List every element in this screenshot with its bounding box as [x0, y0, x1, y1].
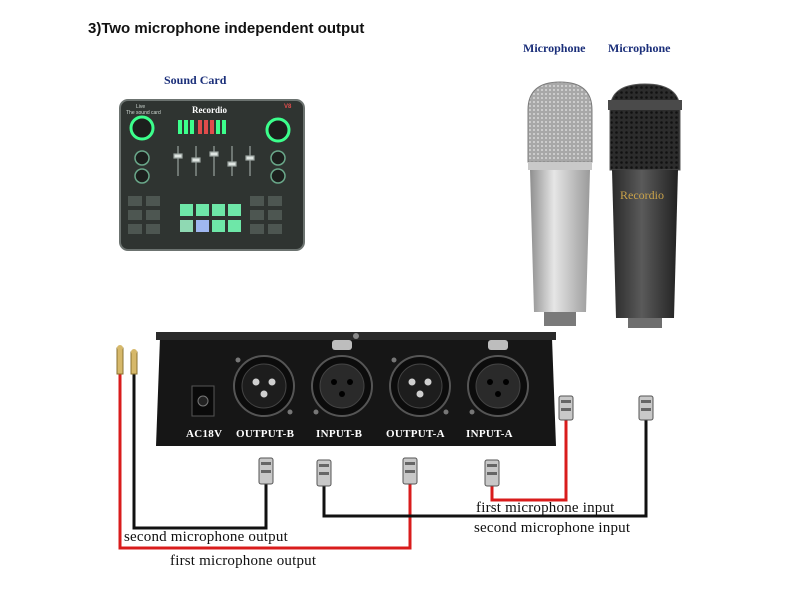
plug-icon [258, 457, 274, 485]
sound-card-live: Live [136, 104, 146, 110]
wire-second-input [322, 418, 648, 518]
microphone-2-image: Recordio [604, 80, 686, 330]
wire-second-output [132, 372, 268, 530]
wire-first-input [490, 418, 568, 502]
microphone-1-caption: Microphone [523, 41, 586, 55]
splitter-box: AC18V OUTPUT-B INPUT-B OUTPUT-A INPUT-A [156, 330, 556, 446]
jack-plug-icon [130, 349, 138, 375]
microphone-1-image [520, 80, 600, 330]
label-first-microphone-input: first microphone input [476, 500, 615, 516]
port-label-output-a: OUTPUT-A [386, 428, 445, 440]
xlr-male-icon [389, 355, 451, 417]
knob-icon [134, 150, 150, 166]
knob-icon [134, 168, 150, 184]
plug-icon [402, 457, 418, 485]
sound-card-badge: V8 [284, 104, 292, 110]
label-second-microphone-output: second microphone output [124, 529, 288, 545]
port-label-ac18v: AC18V [186, 428, 223, 440]
xlr-female-icon [311, 340, 373, 417]
pad-buttons [128, 196, 282, 234]
xlr-male-icon [233, 355, 295, 417]
sound-card-caption: Sound Card [164, 73, 227, 87]
port-label-input-a: INPUT-A [466, 428, 513, 440]
knob-icon [129, 115, 155, 141]
section-heading: 3)Two microphone independent output [88, 20, 365, 37]
sound-card-brand: Recordio [192, 105, 227, 115]
knob-icon [270, 150, 286, 166]
level-meter-icon [178, 120, 226, 134]
plug-icon [484, 459, 500, 487]
port-label-input-b: INPUT-B [316, 428, 363, 440]
jack-plug-icon [116, 345, 124, 375]
microphone-2-brand: Recordio [620, 188, 664, 202]
fader-icon [173, 146, 255, 176]
xlr-female-icon [467, 340, 529, 417]
screw-icon [353, 333, 359, 339]
plug-icon [638, 395, 654, 421]
label-second-microphone-input: second microphone input [474, 520, 631, 536]
label-first-microphone-output: first microphone output [170, 553, 317, 569]
microphone-2-caption: Microphone [608, 41, 671, 55]
port-label-output-b: OUTPUT-B [236, 428, 295, 440]
knob-icon [270, 168, 286, 184]
sound-card-subtitle: The sound card [126, 110, 161, 116]
sound-card-image: Recordio Live The sound card V8 [118, 96, 306, 252]
plug-icon [316, 459, 332, 487]
plug-icon [558, 395, 574, 421]
knob-icon [265, 117, 291, 143]
